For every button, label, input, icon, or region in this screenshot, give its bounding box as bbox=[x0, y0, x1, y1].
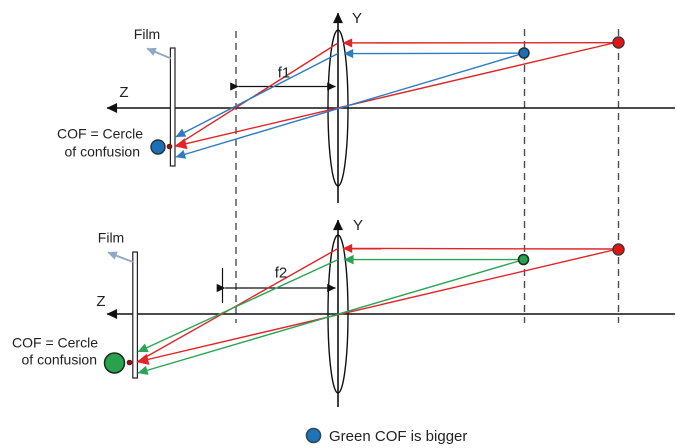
z-axis-label: Z bbox=[119, 84, 128, 101]
cof-circle-blue bbox=[150, 139, 166, 155]
film-plane bbox=[132, 251, 139, 379]
ray-green-chief bbox=[137, 259, 521, 375]
film-callout-arrow bbox=[107, 251, 134, 263]
film-callout-arrow bbox=[146, 47, 172, 60]
ray-red-chief bbox=[136, 249, 614, 365]
lens bbox=[327, 234, 349, 394]
y-axis-label: Y bbox=[353, 217, 363, 234]
cof-circle-green bbox=[103, 352, 126, 374]
focal-length-label: f1 bbox=[278, 65, 291, 82]
y-axis-label: Y bbox=[352, 10, 362, 27]
ray-blue-refracted bbox=[175, 52, 339, 138]
bottom-diagram: Film Z Y f2 COF = Cercle of confusion bbox=[12, 217, 675, 407]
legend-text: Green COF is bigger bbox=[329, 428, 467, 445]
legend: Green COF is bigger bbox=[305, 427, 467, 445]
near-object-point-blue bbox=[518, 47, 530, 59]
lens bbox=[327, 29, 349, 187]
top-diagram: Film Z Y f1 COF = Cercle of confusion bbox=[57, 10, 675, 203]
cof-label-line2: of confusion bbox=[65, 144, 141, 160]
ray-red-chief bbox=[174, 42, 614, 150]
focused-point bbox=[166, 143, 173, 150]
film-label: Film bbox=[134, 26, 160, 42]
far-object-point-red bbox=[612, 243, 625, 256]
cof-label-line1: COF = Cercle bbox=[57, 126, 143, 142]
shared-dashed-guides bbox=[235, 29, 620, 323]
cof-label-line2: of confusion bbox=[22, 352, 98, 368]
near-object-point-green bbox=[517, 253, 530, 266]
ray-blue-chief bbox=[175, 53, 522, 159]
film-label: Film bbox=[98, 230, 124, 246]
ray-red-axial bbox=[342, 243, 614, 253]
focal-length-label: f2 bbox=[275, 265, 288, 282]
focused-point bbox=[126, 359, 133, 366]
far-object-point-red bbox=[612, 36, 625, 49]
cof-label-line1: COF = Cercle bbox=[12, 335, 98, 351]
film-plane bbox=[169, 47, 176, 167]
z-axis-label: Z bbox=[96, 293, 105, 310]
legend-dot-blue bbox=[305, 427, 322, 444]
ray-green-refracted bbox=[137, 258, 339, 353]
